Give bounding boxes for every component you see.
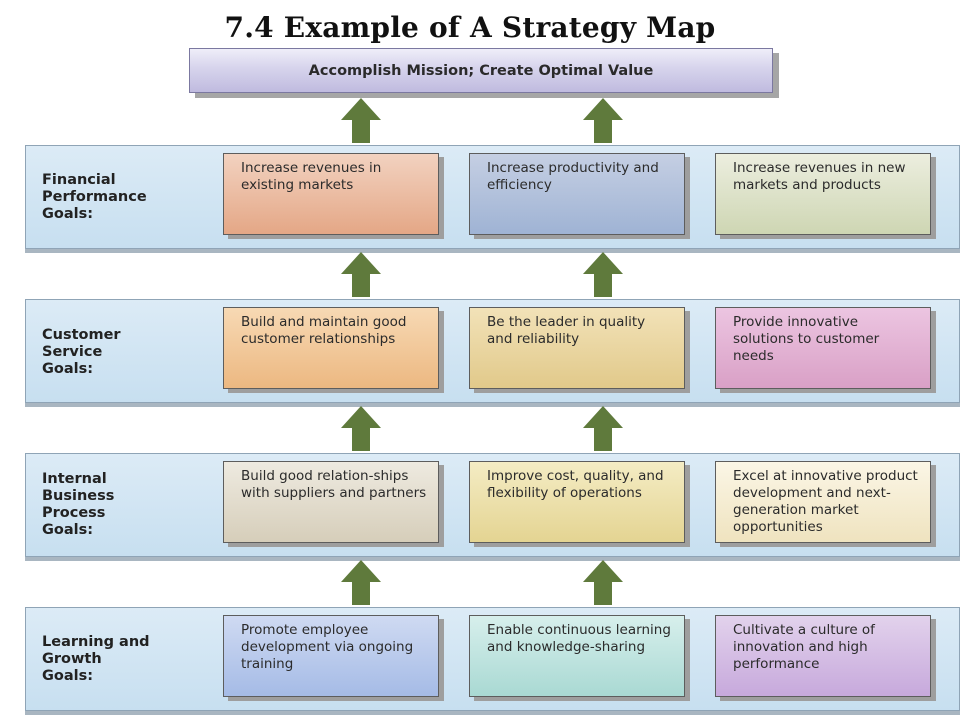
up-arrow-icon [339,250,383,298]
up-arrow-icon [339,404,383,452]
goal-box: Enable continuous learning and knowledge… [469,615,685,697]
band-label: Customer Service Goals: [42,327,121,377]
goal-box: Improve cost, quality, and flexibility o… [469,461,685,543]
up-arrow-icon [339,558,383,606]
goal-box: Increase revenues in existing markets [223,153,439,235]
up-arrow-icon [581,404,625,452]
goal-box: Build good relation-ships with suppliers… [223,461,439,543]
mission-box: Accomplish Mission; Create Optimal Value [189,48,773,93]
up-arrow-icon [581,250,625,298]
up-arrow-icon [339,96,383,144]
band-label: Financial Performance Goals: [42,172,147,222]
band-label: Learning and Growth Goals: [42,634,150,684]
band-label: Internal Business Process Goals: [42,471,115,538]
up-arrow-icon [581,558,625,606]
goal-box: Be the leader in quality and reliability [469,307,685,389]
goal-box: Promote employee development via ongoing… [223,615,439,697]
goal-box: Excel at innovative product development … [715,461,931,543]
goal-box: Provide innovative solutions to customer… [715,307,931,389]
mission-label: Accomplish Mission; Create Optimal Value [308,63,654,79]
up-arrow-icon [581,96,625,144]
goal-box: Increase revenues in new markets and pro… [715,153,931,235]
page-title: 7.4 Example of A Strategy Map [224,11,716,44]
goal-box: Build and maintain good customer relatio… [223,307,439,389]
goal-box: Cultivate a culture of innovation and hi… [715,615,931,697]
goal-box: Increase productivity and efficiency [469,153,685,235]
